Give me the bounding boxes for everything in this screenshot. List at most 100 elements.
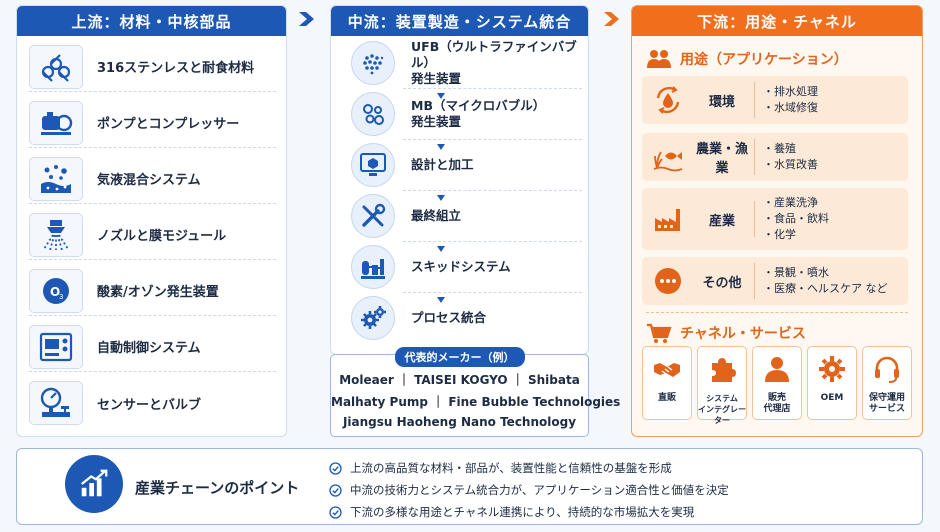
midstream-item: MB（マイクロバブル）発生装置	[351, 91, 578, 137]
agent-icon	[763, 347, 791, 387]
channel-card: 保守運用サービス	[862, 346, 912, 420]
tools-icon	[351, 194, 395, 238]
factory-icon	[646, 204, 690, 234]
down-arrow-icon	[437, 186, 445, 201]
mb-bubbles-icon	[351, 92, 395, 136]
key-point-text: 下流の多様な用途とチャネル連携により、持続的な市場拡大を実現	[350, 505, 695, 519]
midstream-item-label: プロセス統合	[411, 310, 487, 325]
handshake-icon	[653, 347, 681, 387]
upstream-item: ポンプとコンプレッサー	[29, 98, 276, 148]
divider	[754, 263, 755, 299]
upstream-item-label: ノズルと膜モジュール	[97, 229, 227, 244]
midstream-item: 最終組立	[351, 193, 578, 239]
upstream-item: 自動制御システム	[29, 322, 276, 372]
flow-arrow-icon	[296, 8, 318, 30]
puzzle-icon	[708, 347, 736, 387]
application-name: 環境	[708, 94, 735, 110]
nozzle-icon	[29, 212, 83, 257]
application-bullet: ・景観・噴水	[763, 266, 829, 279]
application-bullets: ・産業洗浄・食品・飲料・化学	[763, 195, 829, 243]
application-row: 環境 ・排水処理・水域修復	[642, 76, 908, 124]
channel-label: 直販	[657, 393, 676, 403]
channel-card: OEM	[807, 346, 857, 420]
application-name: 産業	[708, 213, 735, 229]
svg-text:3: 3	[59, 293, 63, 301]
midstream-item-label: 最終組立	[411, 208, 462, 223]
upstream-item-label: 酸素/オゾン発生装置	[97, 285, 219, 300]
upstream-list: 316ステンレスと耐食材料ポンプとコンプレッサー気液混合システムノズルと膜モジュ…	[17, 36, 286, 436]
gears-icon	[351, 296, 395, 340]
application-bullets: ・排水処理・水域修復	[763, 84, 818, 116]
midstream-item-label: スキッドシステム	[411, 259, 511, 274]
upstream-item: センサーとバルブ	[29, 378, 276, 428]
upstream-item-label: 自動制御システム	[97, 341, 201, 356]
application-bullet: ・排水処理	[763, 85, 818, 98]
midstream-item-label: 設計と加工	[411, 157, 474, 172]
application-row: 農業・漁業・養殖・水質改善	[642, 133, 908, 181]
midstream-item: スキッドシステム	[351, 244, 578, 290]
divider	[754, 139, 755, 175]
skid-icon	[351, 245, 395, 289]
down-arrow-icon	[437, 135, 445, 150]
down-arrow-icon	[437, 288, 445, 303]
midstream-item-sublabel: 発生装置	[411, 114, 462, 129]
midstream-panel: 中流：装置製造・システム統合 UFB（ウルトラファインバブル）発生装置 MB（マイ…	[330, 5, 589, 355]
more-icon	[646, 266, 690, 296]
application-bullet: ・化学	[763, 228, 796, 241]
growth-chart-icon	[65, 455, 123, 513]
downstream-body: 用途（アプリケーション） 環境 ・排水処理・水域修復農業・漁業・養殖・水質改善産業…	[632, 36, 922, 436]
key-point-text: 中流の技術力とシステム統合力が、アプリケーション適合性と価値を決定	[350, 483, 729, 497]
midstream-item: UFB（ウルトラファインバブル）発生装置	[351, 39, 578, 86]
fish-plant-icon	[646, 142, 690, 172]
upstream-item: 気液混合システム	[29, 154, 276, 204]
makers-box: 代表的メーカー（例） Moleaer ｜ TAISEI KOGYO ｜ Shib…	[330, 347, 621, 437]
upstream-item-label: 316ステンレスと耐食材料	[97, 61, 255, 76]
makers-line: Malhaty Pump ｜ Fine Bubble Technologies	[331, 395, 621, 409]
people-icon	[647, 50, 671, 68]
application-bullet: ・食品・飲料	[763, 212, 829, 225]
application-row: 産業 ・産業洗浄・食品・飲料・化学	[642, 188, 908, 250]
water-cycle-icon	[646, 85, 690, 115]
midstream-item-sublabel: 発生装置	[411, 71, 462, 86]
bubbles-mix-icon	[29, 156, 83, 201]
applications-heading: 用途（アプリケーション）	[646, 48, 848, 70]
divider	[403, 241, 582, 242]
channel-card: 直販	[642, 346, 692, 420]
makers-title: 代表的メーカー（例）	[394, 347, 525, 367]
flow-arrow-icon	[601, 8, 623, 30]
channel-label: 販売代理店	[763, 393, 791, 414]
key-point: 中流の技術力とシステム統合力が、アプリケーション適合性と価値を決定	[329, 482, 729, 498]
divider	[646, 312, 908, 313]
gear-icon	[818, 347, 846, 387]
pipes-icon	[29, 44, 83, 89]
key-points-box: 産業チェーンのポイント 上流の高品質な材料・部品が、装置性能と信頼性の基盤を形成…	[16, 448, 923, 525]
application-bullet: ・水域修復	[763, 101, 818, 114]
upstream-item: 316ステンレスと耐食材料	[29, 42, 276, 92]
upstream-item-label: センサーとバルブ	[97, 397, 202, 413]
key-points-title: 産業チェーンのポイント	[135, 479, 300, 497]
midstream-list: UFB（ウルトラファインバブル）発生装置 MB（マイクロバブル）発生装置設計と加工…	[331, 36, 588, 354]
channel-label: 保守運用サービス	[868, 393, 905, 414]
divider	[403, 292, 582, 293]
svg-text:O: O	[50, 285, 60, 299]
makers-line: Jiangsu Haoheng Nano Technology	[342, 415, 577, 429]
application-bullet: ・医療・ヘルスケア など	[763, 282, 888, 295]
key-point-text: 上流の高品質な材料・部品が、装置性能と信頼性の基盤を形成	[350, 461, 672, 475]
upstream-item-label: 気液混合システム	[97, 173, 201, 188]
upstream-item-label: ポンプとコンプレッサー	[97, 117, 240, 132]
application-bullets: ・養殖・水質改善	[763, 141, 818, 173]
divider	[403, 190, 582, 191]
headset-icon	[873, 347, 901, 387]
check-circle-icon	[329, 461, 342, 475]
midstream-title: 中流：装置製造・システム統合	[331, 6, 588, 36]
pump-icon	[29, 100, 83, 145]
application-name: 農業・漁業	[695, 142, 748, 176]
channel-card: システムインテグレーター	[697, 346, 747, 425]
application-row: その他・景観・噴水・医療・ヘルスケア など	[642, 257, 908, 305]
divider	[403, 88, 582, 89]
cart-icon	[647, 323, 672, 343]
check-circle-icon	[329, 505, 342, 519]
channels-title: チャネル・サービス	[680, 326, 806, 342]
